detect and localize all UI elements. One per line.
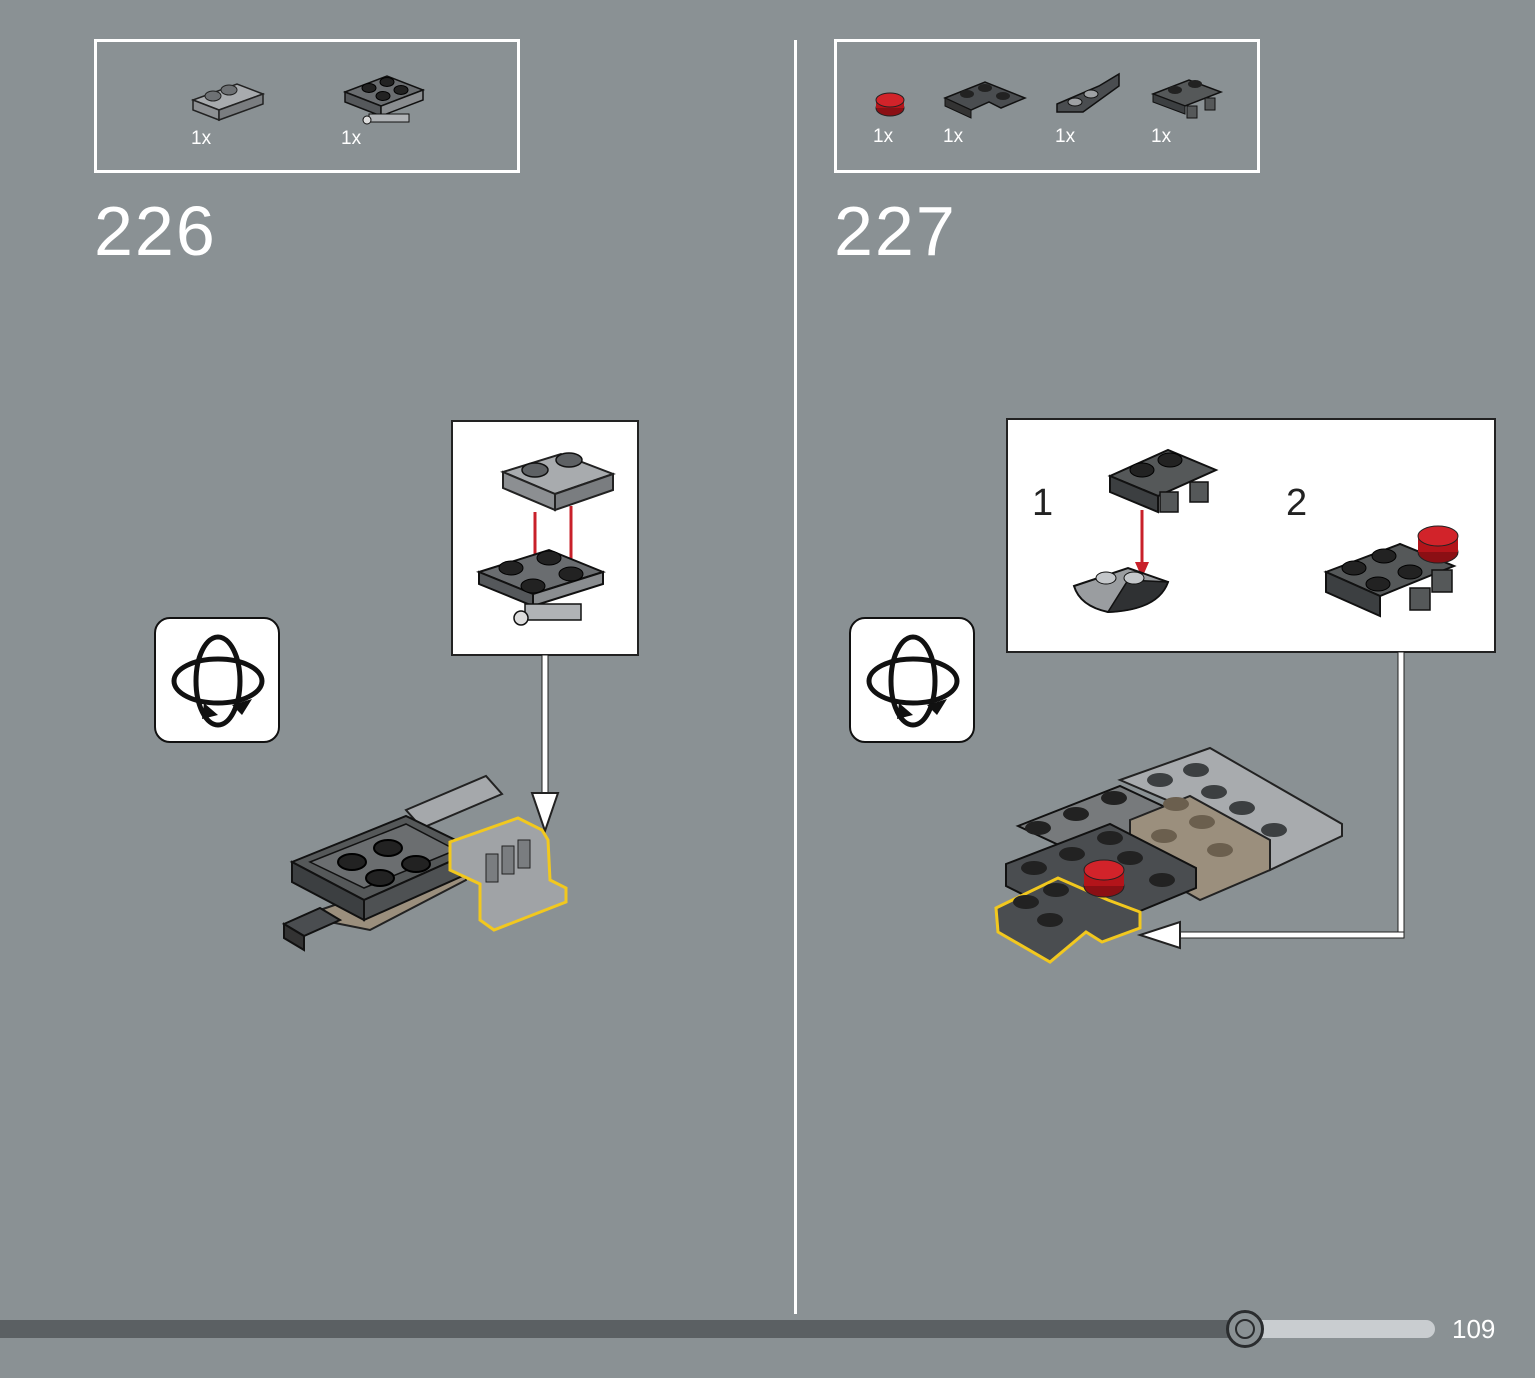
subassembly-callout-226 (451, 420, 639, 656)
subassembly-diagram (476, 452, 616, 626)
rotate-model-icon (849, 617, 975, 743)
part-qty: 1x (1055, 126, 1076, 147)
substep-number: 1 (1032, 482, 1054, 524)
rotate-model-icon (154, 617, 280, 743)
callout-connector (530, 654, 560, 835)
plate-2x2-clip-icon (342, 75, 426, 125)
progress-bar (0, 1320, 1245, 1338)
main-model-226 (281, 774, 568, 952)
part-qty: 1x (1151, 126, 1172, 147)
part-qty: 1x (873, 126, 894, 147)
clip-plate-icon (1150, 79, 1224, 119)
page-divider (794, 40, 797, 1314)
step-number-226: 226 (94, 192, 217, 270)
part-qty: 1x (191, 128, 212, 149)
step-number-227: 227 (834, 192, 957, 270)
parts-list-227: 1x 1x 1x 1x (834, 39, 1260, 173)
substep-diagram (1072, 448, 1459, 618)
part-qty: 1x (341, 128, 362, 149)
corner-plate-icon (943, 81, 1027, 119)
page-number: 109 (1452, 1314, 1496, 1344)
main-model-227 (994, 746, 1343, 964)
progress-indicator-icon (1226, 1310, 1264, 1348)
subassembly-callout-227: 1 2 (1006, 418, 1496, 653)
parts-list-226: 1x 1x (94, 39, 520, 173)
part-qty: 1x (943, 126, 964, 147)
plate-1x2-rail-icon (190, 83, 266, 122)
substep-number: 2 (1286, 482, 1308, 524)
progress-bar-remaining (1245, 1320, 1435, 1338)
curved-slope-icon (1056, 72, 1120, 113)
red-round-plate-icon (875, 92, 905, 117)
callout-connector (1136, 651, 1405, 950)
